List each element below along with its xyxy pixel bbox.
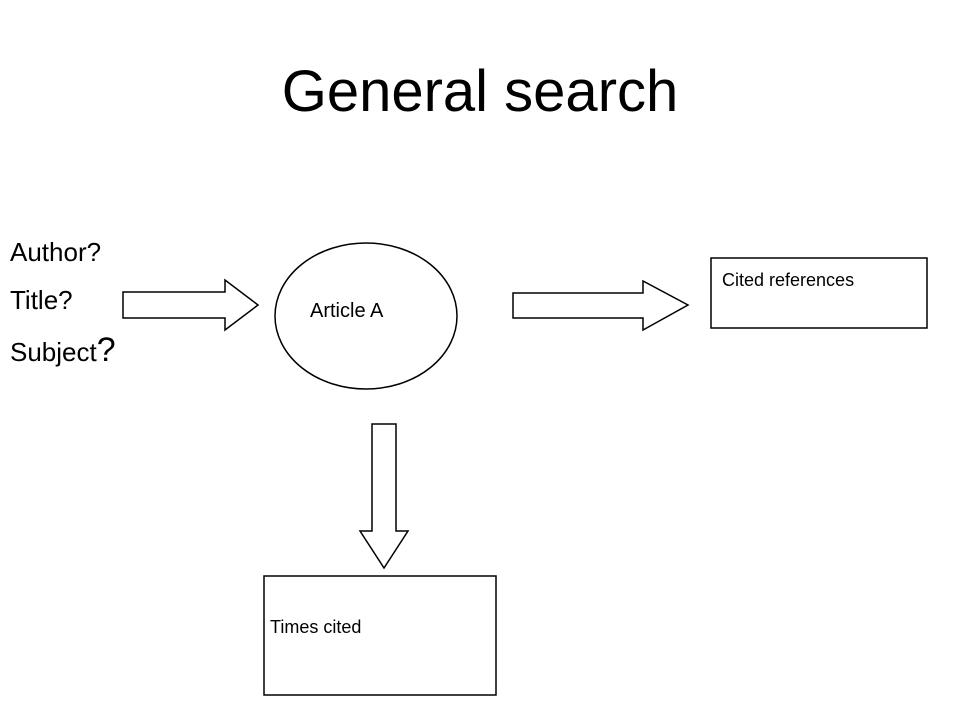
query-subject-question-mark: ? [96, 331, 116, 369]
article-label: Article A [310, 300, 384, 322]
slide-title: General search [281, 59, 679, 124]
times-cited-label: Times cited [270, 617, 362, 637]
query-title-label: Title? [10, 285, 73, 315]
cited-references-label: Cited references [722, 270, 855, 290]
query-author-label: Author? [10, 237, 102, 267]
query-subject-text: Subject [10, 337, 97, 367]
query-subject-label: Subject? [10, 331, 116, 369]
times-cited-box [263, 575, 497, 696]
arrow-article-to-times-cited [358, 423, 410, 570]
arrow-article-to-cited-references [512, 279, 690, 332]
arrow-query-to-article [122, 278, 260, 332]
cited-references-box [710, 257, 928, 329]
article-node [274, 242, 458, 390]
